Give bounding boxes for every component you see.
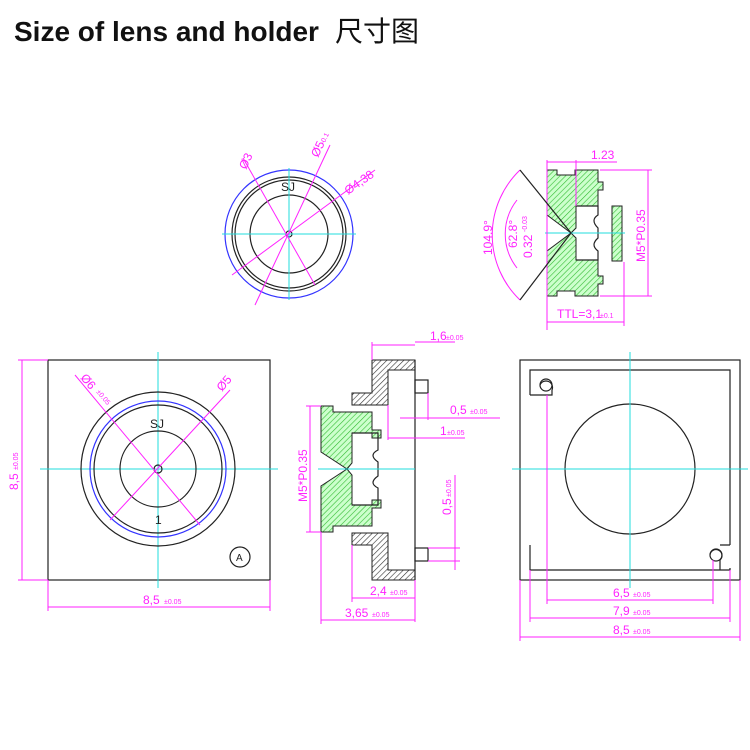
mark-sj: SJ (281, 180, 295, 194)
dim-d3-tol: ±0.05 (447, 430, 465, 437)
dim-d3: Ø3 (236, 151, 256, 172)
dim-d2-tol: ±0.05 (470, 409, 488, 416)
dim-d1-tol: ±0.05 (446, 335, 464, 342)
dim-thread: M5*P0.35 (634, 209, 648, 262)
dim-d4: 0,5 (440, 498, 454, 515)
mark-sj: SJ (150, 417, 164, 431)
dim-d4-tol: ±0.05 (446, 479, 453, 497)
mark-1: 1 (155, 513, 162, 527)
dim-aperture-tol: -0.03 (522, 216, 529, 232)
title-en: Size of lens and holder (14, 16, 319, 47)
dim-d2-tol: ±0.05 (633, 610, 651, 617)
dim-d5-tol: -0.1 (319, 132, 330, 146)
dim-d438: Ø4,38 (342, 167, 377, 197)
ref-a: A (236, 553, 243, 564)
dim-d2: 0,5 (450, 403, 467, 417)
dim-d6: 3,65 (345, 606, 369, 620)
dim-angle-fov: 104.9° (481, 220, 495, 255)
dim-d6-tol: ±0.05 (372, 612, 390, 619)
dim-d3: 8,5 (613, 623, 630, 637)
dim-d1: 6,5 (613, 586, 630, 600)
dim-height: 8,5 (7, 473, 21, 490)
dim-d3-tol: ±0.05 (633, 629, 651, 636)
dim-d2: 7,9 (613, 604, 630, 618)
dim-ttl: TTL=3,1 (557, 307, 602, 321)
holder-section-view: 1,6 ±0.05 0,5 ±0.05 1 ±0.05 0,5 ±0.05 M5… (296, 329, 500, 624)
dim-d5-tol: ±0.05 (390, 590, 408, 597)
dim-d1: 1,6 (430, 329, 447, 343)
back-view: 6,5 ±0.05 7,9 ±0.05 8,5 ±0.05 (512, 352, 748, 641)
title-cn: 尺寸图 (334, 15, 419, 48)
dim-d5: Ø5 (214, 372, 235, 394)
dim-d1-tol: ±0.05 (633, 592, 651, 599)
dim-angle-2: 62.8° (506, 220, 520, 248)
dim-d6-tol: ±0.05 (94, 389, 111, 407)
dim-d6: Ø6 (78, 371, 99, 393)
lens-top-view: Ø3 Ø5 -0.1 Ø4,38 SJ (222, 132, 377, 306)
page-title: Size of lens and holder 尺寸图 (14, 10, 419, 50)
dim-thread: M5*P0.35 (296, 449, 310, 502)
dim-width: 8,5 (143, 593, 160, 607)
dim-width-tol: ±0.05 (164, 599, 182, 606)
dim-d5: 2,4 (370, 584, 387, 598)
dim-d5: Ø5 (308, 139, 328, 160)
lens-section-view: 1.23 104.9° 62.8° 0.32 -0.03 M5*P0.35 TT… (481, 148, 652, 330)
dim-height-tol: ±0.05 (13, 452, 20, 470)
dim-d3: 1 (440, 424, 447, 438)
dim-width: 1.23 (591, 148, 615, 162)
front-view: Ø6 ±0.05 Ø5 SJ 1 A 8,5 ±0.05 8,5 ±0.05 (7, 352, 278, 611)
dim-aperture: 0.32 (521, 234, 535, 258)
dim-ttl-tol: ±0.1 (600, 313, 614, 320)
